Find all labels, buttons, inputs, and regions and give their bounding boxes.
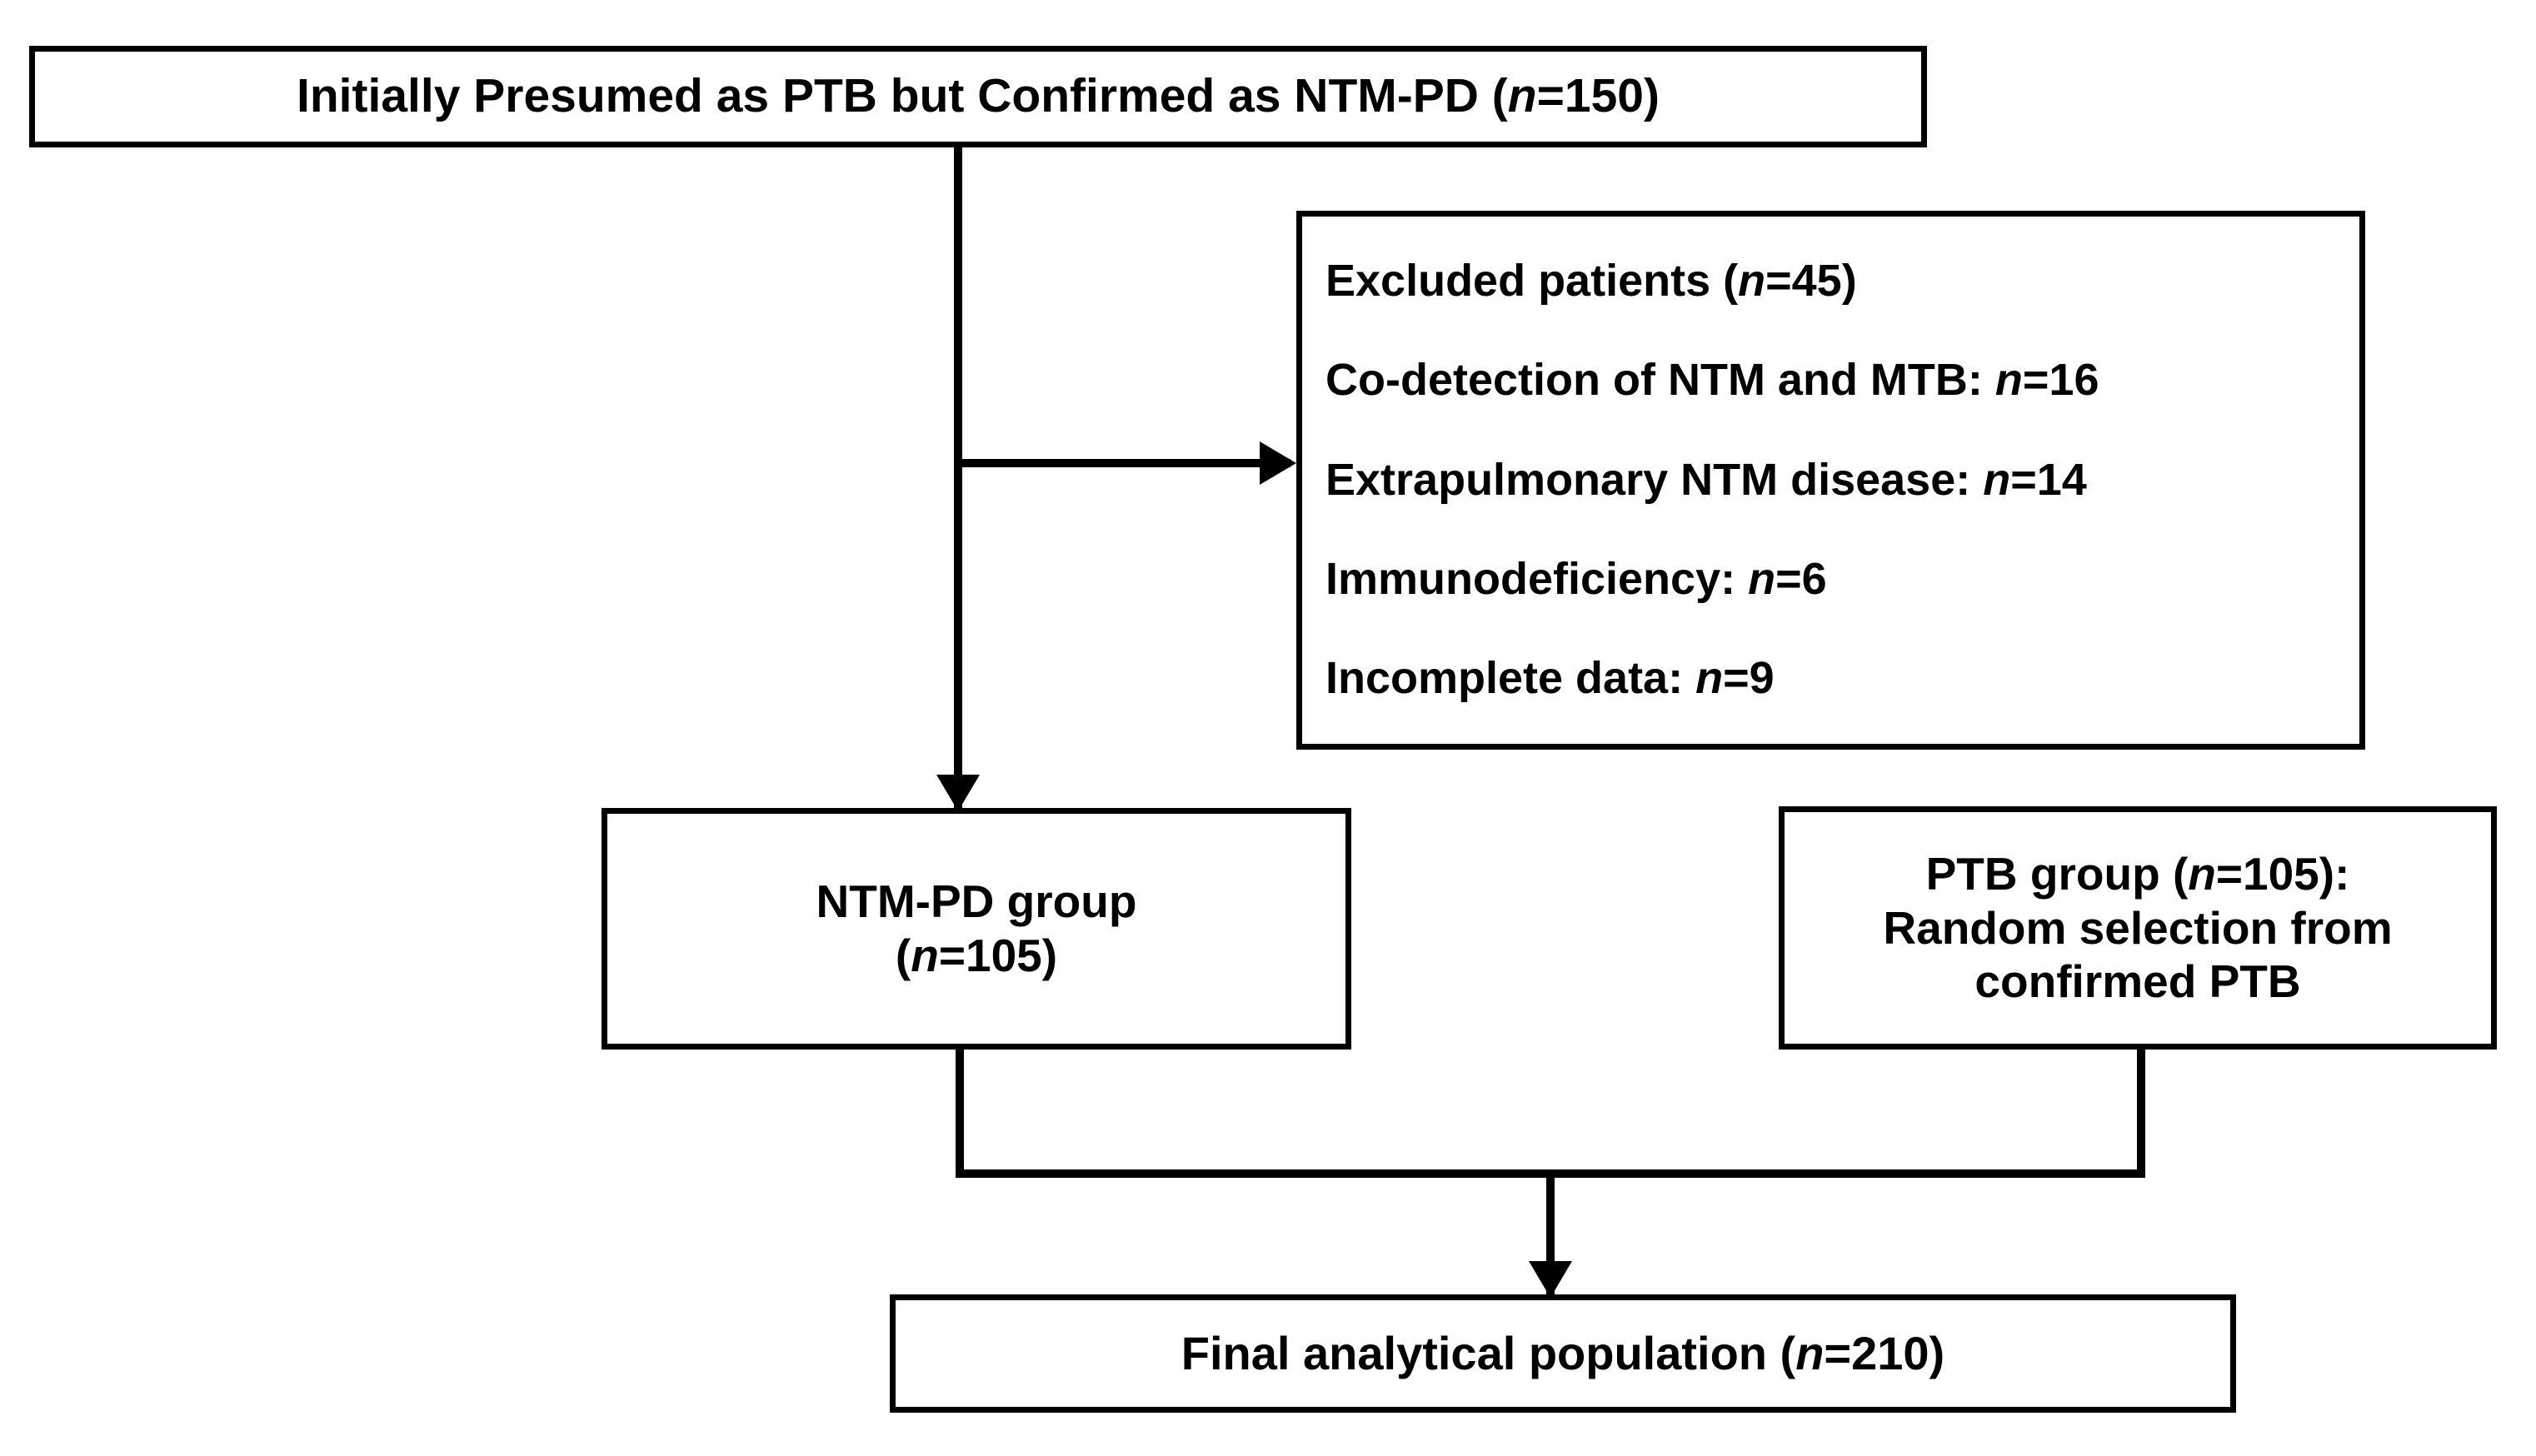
n-symbol: n xyxy=(1994,355,2023,406)
n-symbol: n xyxy=(1695,653,1724,704)
connector-ptb-down xyxy=(2137,1048,2145,1178)
n-symbol: n xyxy=(1748,554,1776,604)
arrowhead-down-icon xyxy=(936,775,980,811)
node-final-analytical-population: Final analytical population (n=210) xyxy=(890,1294,2236,1413)
node-excluded-patients: Excluded patients (n=45) Co-detection of… xyxy=(1296,211,2365,750)
ptb-group-detail-line-2: confirmed PTB xyxy=(1974,955,2301,1008)
ptb-group-title: PTB group (n=105): xyxy=(1925,847,2350,900)
node-ptb-group: PTB group (n=105): Random selection from… xyxy=(1779,806,2497,1050)
final-population-label: Final analytical population (n=210) xyxy=(1181,1326,1945,1379)
connector-ntmpd-down xyxy=(956,1048,964,1178)
connector-source-to-excluded xyxy=(954,459,1290,467)
n-symbol: n xyxy=(1507,69,1537,123)
node-ntm-pd-group: NTM-PD group (n=105) xyxy=(602,808,1351,1050)
excluded-heading: Excluded patients (n=45) xyxy=(1325,255,1857,306)
ntm-pd-group-title: NTM-PD group xyxy=(816,875,1137,928)
arrowhead-right-icon xyxy=(1260,441,1296,485)
n-symbol: n xyxy=(2188,847,2216,900)
node-source-population: Initially Presumed as PTB but Confirmed … xyxy=(29,46,1927,147)
ptb-group-detail-line-1: Random selection from xyxy=(1883,901,2393,954)
connector-source-stem xyxy=(954,147,962,810)
n-symbol: n xyxy=(1795,1326,1825,1379)
excluded-reason-item: Co-detection of NTM and MTB: n=16 xyxy=(1325,355,2099,406)
node-source-population-label: Initially Presumed as PTB but Confirmed … xyxy=(297,69,1660,123)
n-symbol: n xyxy=(1738,255,1766,306)
connector-merge-to-final xyxy=(1546,1169,1555,1296)
ntm-pd-group-count: (n=105) xyxy=(895,930,1058,981)
arrowhead-down-icon xyxy=(1529,1261,1572,1298)
n-symbol: n xyxy=(1983,454,2011,505)
excluded-reason-item: Incomplete data: n=9 xyxy=(1325,653,1775,704)
excluded-reason-item: Immunodeficiency: n=6 xyxy=(1325,554,1827,604)
excluded-reason-item: Extrapulmonary NTM disease: n=14 xyxy=(1325,454,2087,505)
n-symbol: n xyxy=(911,930,939,981)
